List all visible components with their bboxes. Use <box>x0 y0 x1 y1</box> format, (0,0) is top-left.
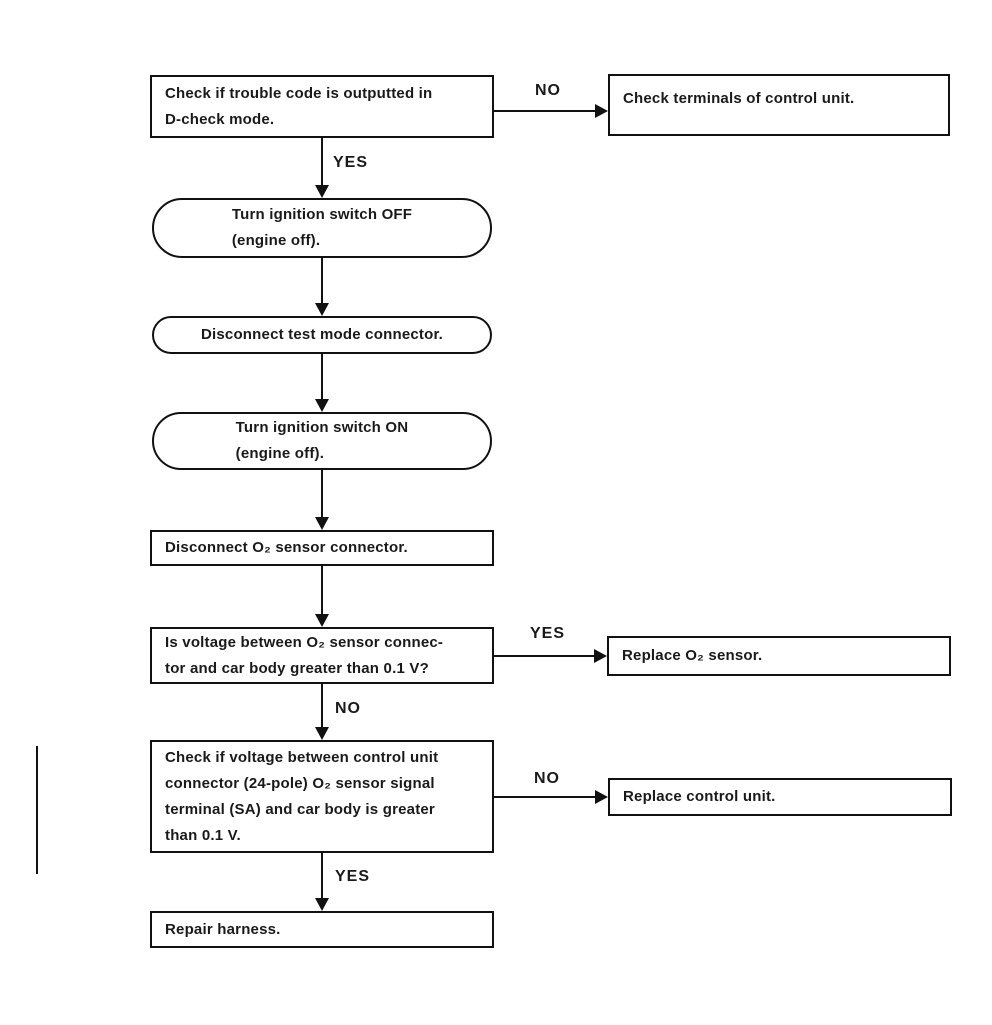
edge-label-yes-voltage-o2: YES <box>530 625 566 642</box>
arrowhead-right-2 <box>594 649 607 663</box>
flowchart-node-disconnect-o2-sensor: Disconnect O₂ sensor connector. <box>150 530 494 566</box>
node-text-ignition-off: Turn ignition switch OFF (engine off). <box>231 206 413 249</box>
connector-yes-to-replace-o2 <box>494 655 595 657</box>
node-text-voltage-o2-question: Is voltage between O₂ sensor connec- tor… <box>165 633 444 677</box>
connector-control-unit-check-to-repair <box>321 853 323 899</box>
arrowhead-down-2 <box>315 303 329 316</box>
connector-no-to-check-terminals <box>494 110 596 112</box>
arrowhead-down-3 <box>315 399 329 412</box>
edge-label-no-voltage-o2: NO <box>335 700 361 717</box>
flowchart-node-check-terminals: Check terminals of control unit. <box>608 74 950 136</box>
flowchart-node-replace-o2-sensor: Replace O₂ sensor. <box>607 636 951 676</box>
flowchart-node-check-trouble-code: Check if trouble code is outputted in D-… <box>150 75 494 138</box>
connector-disconnect-o2-to-question <box>321 566 323 615</box>
node-text-check-terminals: Check terminals of control unit. <box>623 90 855 107</box>
node-text-voltage-control-unit-question: Check if voltage between control unit co… <box>165 748 439 844</box>
flowchart-node-ignition-on: Turn ignition switch ON (engine off). <box>152 412 492 470</box>
connector-trouble-to-ignition-off <box>321 138 323 186</box>
arrowhead-down-6 <box>315 727 329 740</box>
edge-label-no-voltage-control: NO <box>534 770 560 787</box>
arrowhead-right-3 <box>595 790 608 804</box>
arrowhead-down-4 <box>315 517 329 530</box>
connector-no-to-replace-control-unit <box>494 796 596 798</box>
edge-label-yes-voltage-control: YES <box>335 868 371 885</box>
flowchart-node-voltage-control-unit-question: Check if voltage between control unit co… <box>150 740 494 853</box>
arrowhead-down-7 <box>315 898 329 911</box>
node-text-check-trouble-code: Check if trouble code is outputted in D-… <box>165 84 433 128</box>
flowchart-node-ignition-off: Turn ignition switch OFF (engine off). <box>152 198 492 258</box>
node-text-disconnect-o2-sensor: Disconnect O₂ sensor connector. <box>165 539 408 556</box>
node-text-ignition-on: Turn ignition switch ON (engine off). <box>235 419 409 462</box>
node-text-replace-o2-sensor: Replace O₂ sensor. <box>622 647 763 664</box>
arrowhead-down-1 <box>315 185 329 198</box>
node-text-replace-control-unit: Replace control unit. <box>623 788 776 805</box>
edge-label-no-trouble-code: NO <box>535 82 561 99</box>
arrowhead-right-1 <box>595 104 608 118</box>
margin-change-bar <box>36 746 38 874</box>
edge-label-yes-trouble-code: YES <box>333 154 369 171</box>
flowchart-node-voltage-o2-question: Is voltage between O₂ sensor connec- tor… <box>150 627 494 684</box>
arrowhead-down-5 <box>315 614 329 627</box>
connector-ignition-off-to-test-mode <box>321 258 323 304</box>
flowchart-node-replace-control-unit: Replace control unit. <box>608 778 952 816</box>
connector-test-mode-to-ignition-on <box>321 354 323 400</box>
flowchart-node-disconnect-test-mode: Disconnect test mode connector. <box>152 316 492 354</box>
node-text-repair-harness: Repair harness. <box>165 920 281 938</box>
node-text-disconnect-test-mode: Disconnect test mode connector. <box>200 326 444 343</box>
connector-ignition-on-to-disconnect-o2 <box>321 470 323 518</box>
connector-question-to-control-unit-check <box>321 684 323 728</box>
flowchart-node-repair-harness: Repair harness. <box>150 911 494 948</box>
